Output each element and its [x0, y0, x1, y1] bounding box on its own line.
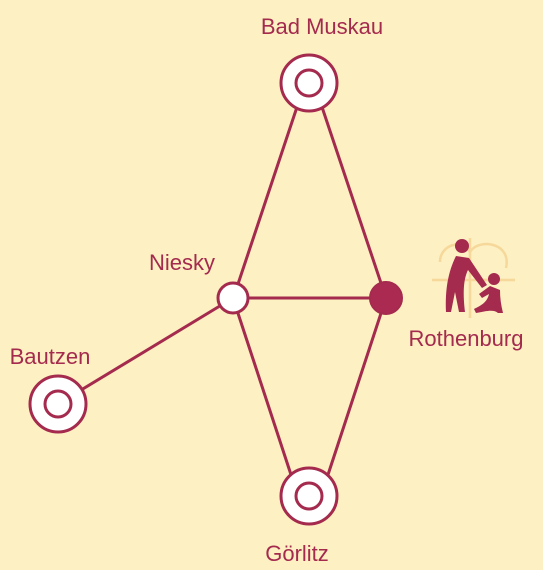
helping-hand-figures-icon — [432, 238, 515, 318]
label-goerlitz: Görlitz — [265, 541, 329, 566]
label-rothenburg: Rothenburg — [409, 326, 524, 351]
marker-bautzen[interactable] — [28, 374, 88, 434]
route-rothenburg-goerlitz — [320, 296, 388, 495]
label-bautzen: Bautzen — [10, 344, 91, 369]
route-lines — [56, 105, 388, 495]
route-bad-muskau-rothenburg — [320, 105, 388, 300]
route-niesky-goerlitz — [231, 296, 299, 495]
label-bad-muskau: Bad Muskau — [261, 14, 383, 39]
label-niesky: Niesky — [149, 250, 215, 275]
route-bad-muskau-niesky — [231, 105, 299, 301]
route-niesky-bautzen — [56, 296, 235, 406]
marker-bad-muskau[interactable] — [279, 53, 339, 113]
marker-goerlitz[interactable] — [279, 466, 339, 526]
marker-niesky[interactable] — [216, 281, 250, 315]
marker-rothenburg[interactable] — [369, 281, 403, 315]
